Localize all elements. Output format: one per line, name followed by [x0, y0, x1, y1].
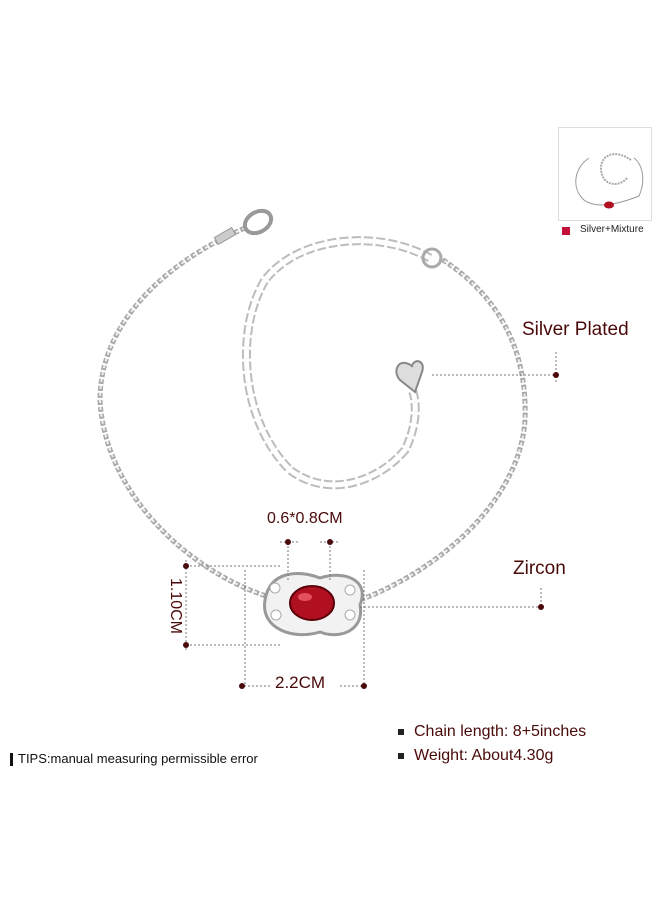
specs-list: Chain length: 8+5inches Weight: About4.3…	[398, 720, 586, 768]
bullet-icon	[398, 728, 404, 735]
legend-label: Silver+Mixture	[580, 224, 644, 235]
legend-color-swatch	[562, 227, 570, 235]
silver-plated-label: Silver Plated	[522, 319, 629, 340]
bullet-icon	[398, 752, 404, 759]
pendant-height-label: 1.10CM	[167, 577, 184, 635]
zircon-label: Zircon	[513, 558, 566, 579]
spec-item: Chain length: 8+5inches	[398, 720, 586, 744]
thumbnail-image	[575, 153, 644, 209]
red-gem	[289, 585, 335, 621]
lobster-clasp	[213, 208, 274, 246]
heart-charm	[395, 360, 424, 394]
product-thumbnail[interactable]	[558, 127, 652, 221]
tips-note: TIPS:manual measuring permissible error	[10, 751, 258, 767]
spec-item: Weight: About4.30g	[398, 744, 586, 768]
extension-chain	[241, 236, 433, 490]
tips-bar-icon	[10, 753, 13, 767]
pendant	[263, 572, 364, 637]
pendant-width-label: 2.2CM	[275, 673, 326, 692]
main-chain	[97, 225, 528, 603]
stone-size-label: 0.6*0.8CM	[267, 510, 343, 527]
